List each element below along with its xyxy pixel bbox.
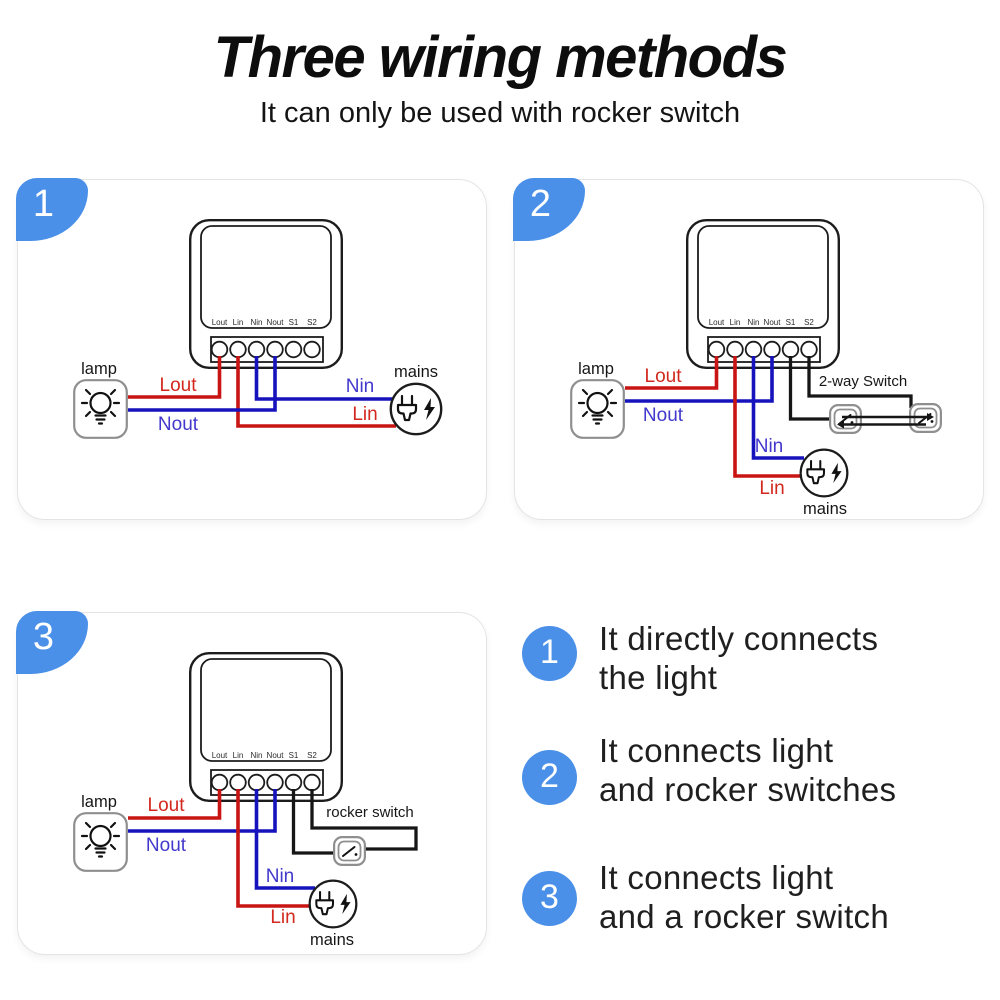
terminal-label: Lin: [730, 318, 741, 327]
terminal-labels-panel-1: Lout Lin Nin Nout S1 S2: [212, 318, 318, 327]
rocker-switch-icon: [333, 836, 366, 866]
wire-nout: [625, 356, 774, 403]
panel-2-diagram: Lout Lin Nin Nout S1 S2 lamp mains 2-way…: [570, 219, 942, 518]
mains-plug-icon: [308, 879, 358, 929]
wire-label-nin: Nin: [266, 866, 295, 887]
terminal-label: Lout: [212, 751, 228, 760]
wires-panel-1: [128, 356, 396, 428]
rocker-switch-icon-left: [829, 404, 862, 434]
terminal-labels-panel-3: Lout Lin Nin Nout S1 S2: [212, 751, 318, 760]
switch-label: 2-way Switch: [819, 373, 907, 390]
wire-label-lout: Lout: [160, 375, 198, 396]
arrow-left-icon: [837, 420, 844, 429]
wire-label-lout: Lout: [645, 366, 683, 387]
terminal-label: Nout: [267, 318, 285, 327]
note-2-line1: It connects light: [599, 732, 834, 769]
wire-label-lin: Lin: [352, 404, 377, 425]
terminal-label: S1: [289, 318, 299, 327]
terminal-label: S1: [786, 318, 796, 327]
note-1-text: It directly connects the light: [599, 620, 1000, 697]
smart-switch-device: [189, 652, 343, 802]
note-2-line2: and rocker switches: [599, 770, 897, 808]
note-3-badge: 3: [522, 871, 577, 926]
wire-label-nout: Nout: [146, 835, 187, 856]
wire-nin: [254, 356, 393, 401]
page-title: Three wiring methods: [213, 25, 788, 90]
lamp-label: lamp: [578, 360, 614, 378]
lamp-icon: [570, 379, 625, 439]
terminal-label: Nout: [764, 318, 782, 327]
terminal-label: Nin: [747, 318, 759, 327]
wiring-panel-2: 2 Lout Lin: [513, 178, 984, 520]
note-3-line2: and a rocker switch: [599, 897, 889, 935]
wire-label-nout: Nout: [643, 405, 684, 426]
wires-panel-3: [128, 789, 418, 908]
wire-lout: [625, 356, 719, 390]
mains-label: mains: [394, 363, 438, 381]
smart-switch-device: [189, 219, 343, 369]
mains-label: mains: [803, 500, 847, 518]
note-1-badge: 1: [522, 626, 577, 681]
wiring-panel-3: 3 Lout Lin Nin Nout S1 S2 lamp: [16, 611, 487, 955]
terminal-label: S2: [307, 751, 317, 760]
terminal-label: Lout: [709, 318, 725, 327]
wire-label-lout: Lout: [148, 795, 186, 816]
wire-s2: [310, 789, 418, 851]
wire-nin: [254, 789, 315, 890]
note-2-text: It connects light and rocker switches: [599, 732, 1000, 809]
terminal-label: Lout: [212, 318, 228, 327]
terminal-label: Lin: [233, 318, 244, 327]
terminal-label: S1: [289, 751, 299, 760]
panel-1-diagram: Lout Lin Nin Nout S1 S2 lamp mains Lout …: [73, 219, 443, 439]
mains-plug-icon: [799, 448, 849, 498]
wire-label-nin: Nin: [346, 376, 375, 397]
terminal-label: Nout: [267, 751, 285, 760]
lamp-label: lamp: [81, 360, 117, 378]
wires-panel-2: [625, 356, 913, 478]
terminal-label: Lin: [233, 751, 244, 760]
note-1-line1: It directly connects: [599, 620, 879, 657]
wire-label-nout: Nout: [158, 414, 199, 435]
wire-lin: [733, 356, 802, 478]
terminal-label: Nin: [250, 751, 262, 760]
wire-nin: [751, 356, 804, 460]
terminal-label: Nin: [250, 318, 262, 327]
panel-2-badge-number: 2: [529, 183, 551, 226]
wire-s1: [788, 356, 835, 421]
mains-plug-icon: [389, 382, 443, 436]
wire-s2: [807, 356, 913, 408]
wire-lout: [128, 356, 222, 399]
wire-lin: [236, 789, 311, 908]
note-3-line1: It connects light: [599, 859, 834, 896]
wire-lout: [128, 789, 222, 820]
wire-label-nin: Nin: [755, 436, 784, 457]
arrow-right-icon: [927, 413, 934, 421]
wire-nout: [128, 789, 277, 833]
switch-label: rocker switch: [326, 804, 414, 821]
lamp-icon: [73, 812, 128, 872]
panel-3-badge-number: 3: [32, 616, 54, 659]
smart-switch-device: [686, 219, 840, 369]
lamp-icon: [73, 379, 128, 439]
wire-nout: [128, 356, 277, 412]
note-3-text: It connects light and a rocker switch: [599, 859, 1000, 936]
wire-s1: [291, 789, 338, 855]
note-1-line2: the light: [599, 658, 718, 696]
terminal-labels-panel-2: Lout Lin Nin Nout S1 S2: [709, 318, 815, 327]
wire-lin: [236, 356, 396, 428]
wire-label-lin: Lin: [759, 478, 784, 499]
wire-label-lin: Lin: [270, 907, 295, 928]
terminal-label: S2: [804, 318, 814, 327]
traveler-wires: [837, 413, 934, 429]
page-subtitle: It can only be used with rocker switch: [259, 97, 741, 129]
mains-label: mains: [310, 931, 354, 949]
panel-1-badge-number: 1: [32, 183, 54, 226]
lamp-label: lamp: [81, 793, 117, 811]
wiring-panel-1: 1 Lout Lin Nin Nout S1 S2 lamp mains Lou…: [16, 178, 487, 520]
terminal-label: S2: [307, 318, 317, 327]
panel-3-diagram: Lout Lin Nin Nout S1 S2 lamp mains rocke…: [73, 652, 418, 949]
note-2-badge: 2: [522, 750, 577, 805]
panel-1-badge: 1: [16, 178, 89, 242]
